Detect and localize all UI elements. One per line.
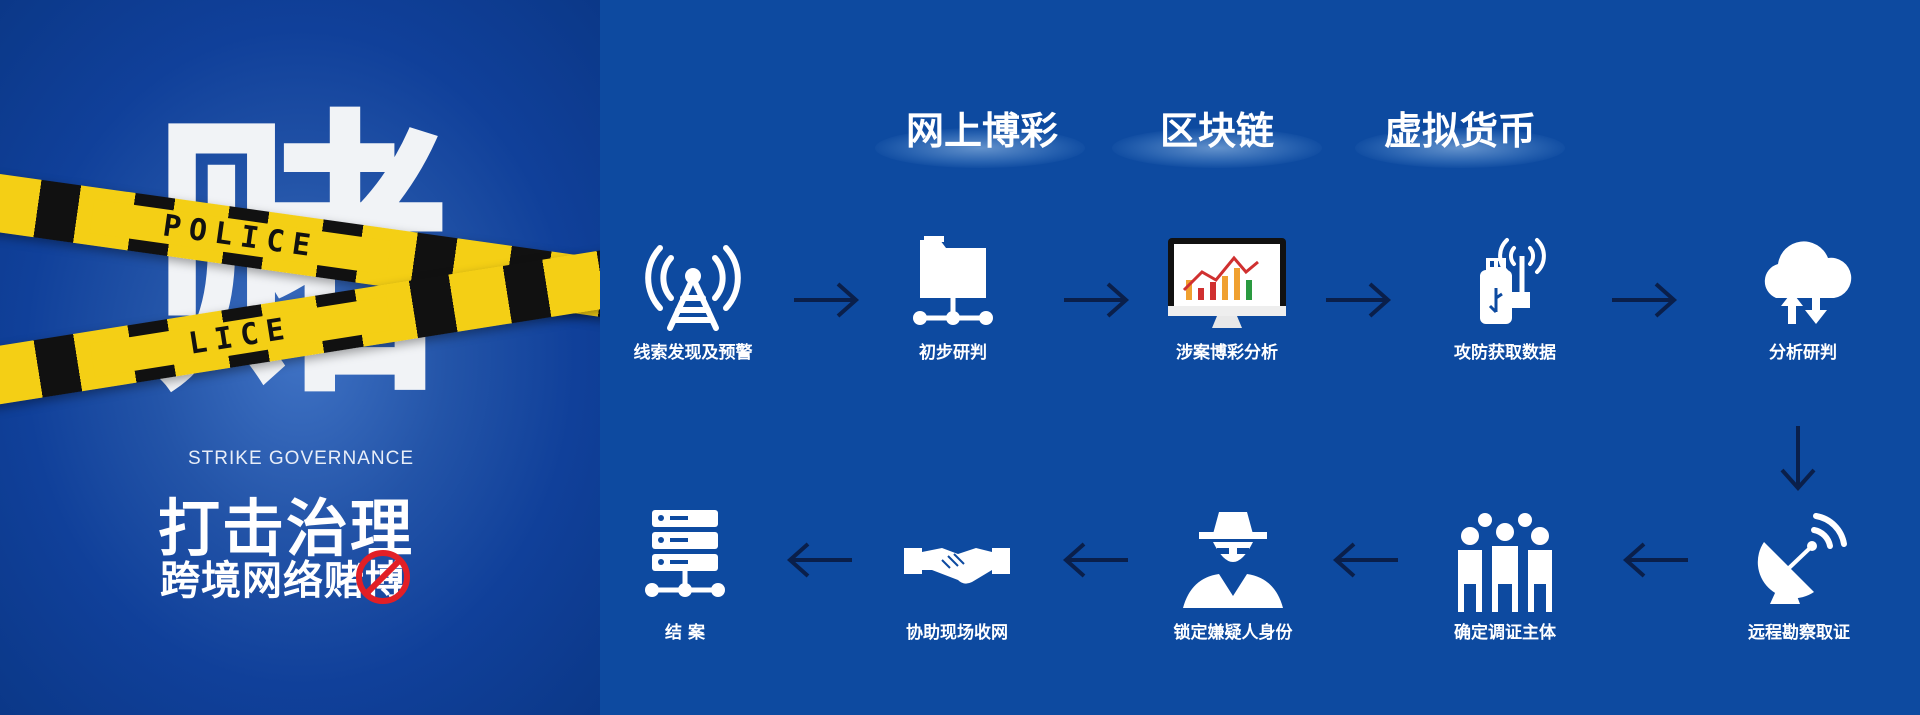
arrow-right-icon: [1612, 282, 1678, 318]
category-blockchain: 区块链: [1160, 109, 1275, 153]
category-virtual-currency: 虚拟货币: [1384, 109, 1537, 153]
banner-panel: 赌 POLICE LICE STRIKE GOVERNANCE 打击治理 跨境网…: [0, 0, 600, 715]
server-stack-icon: [645, 510, 725, 597]
usb-wireless-icon: [1480, 238, 1546, 324]
arrow-left-icon: [1062, 542, 1128, 578]
arrow-left-icon: [1622, 542, 1688, 578]
arrow-left-icon: [1332, 542, 1398, 578]
cloud-decoration: [1355, 128, 1565, 168]
step-initial-analysis: 初步研判: [858, 228, 1048, 363]
arrow-right-icon: [1326, 282, 1392, 318]
people-group-icon: [1458, 513, 1552, 612]
network-folder-icon: [913, 236, 993, 325]
step-assist-arrest: 协助现场收网: [862, 508, 1052, 643]
strike-governance-en: STRIKE GOVERNANCE: [188, 448, 415, 469]
step-analysis-judgement: 分析研判: [1708, 228, 1898, 363]
step-label: 远程勘察取证: [1748, 623, 1850, 643]
step-label: 结 案: [665, 623, 705, 643]
step-label: 线索发现及预警: [633, 343, 753, 363]
radio-tower-icon: [645, 245, 741, 331]
cloud-decoration: [875, 128, 1085, 168]
handshake-icon: [904, 548, 1010, 584]
arrow-left-icon: [786, 542, 852, 578]
step-label: 涉案博彩分析: [1176, 343, 1278, 363]
prohibition-icon: [356, 550, 410, 604]
step-remote-forensics: 远程勘察取证: [1704, 508, 1894, 643]
arrow-right-icon: [794, 282, 860, 318]
step-close-case: 结 案: [590, 508, 780, 643]
monitor-chart-icon: [1168, 238, 1286, 328]
step-gambling-analysis: 涉案博彩分析: [1132, 228, 1322, 363]
step-attack-defense-data: 攻防获取数据: [1410, 228, 1600, 363]
step-clue-discovery: 线索发现及预警: [598, 228, 788, 363]
arrow-right-icon: [1064, 282, 1130, 318]
arrow-down-icon: [1780, 426, 1816, 492]
satellite-dish-icon: [1757, 513, 1847, 604]
step-determine-subject: 确定调证主体: [1410, 508, 1600, 643]
step-label: 分析研判: [1769, 343, 1837, 363]
cloud-decoration: [1112, 128, 1322, 168]
step-label: 攻防获取数据: [1454, 343, 1556, 363]
step-lock-suspect: 锁定嫌疑人身份: [1138, 508, 1328, 643]
step-label: 初步研判: [919, 343, 987, 363]
step-label: 确定调证主体: [1454, 623, 1556, 643]
cloud-transfer-icon: [1764, 241, 1852, 324]
category-online-gambling: 网上博彩: [906, 109, 1059, 153]
spy-icon: [1183, 512, 1283, 608]
step-label: 协助现场收网: [906, 623, 1008, 643]
step-label: 锁定嫌疑人身份: [1173, 623, 1293, 643]
